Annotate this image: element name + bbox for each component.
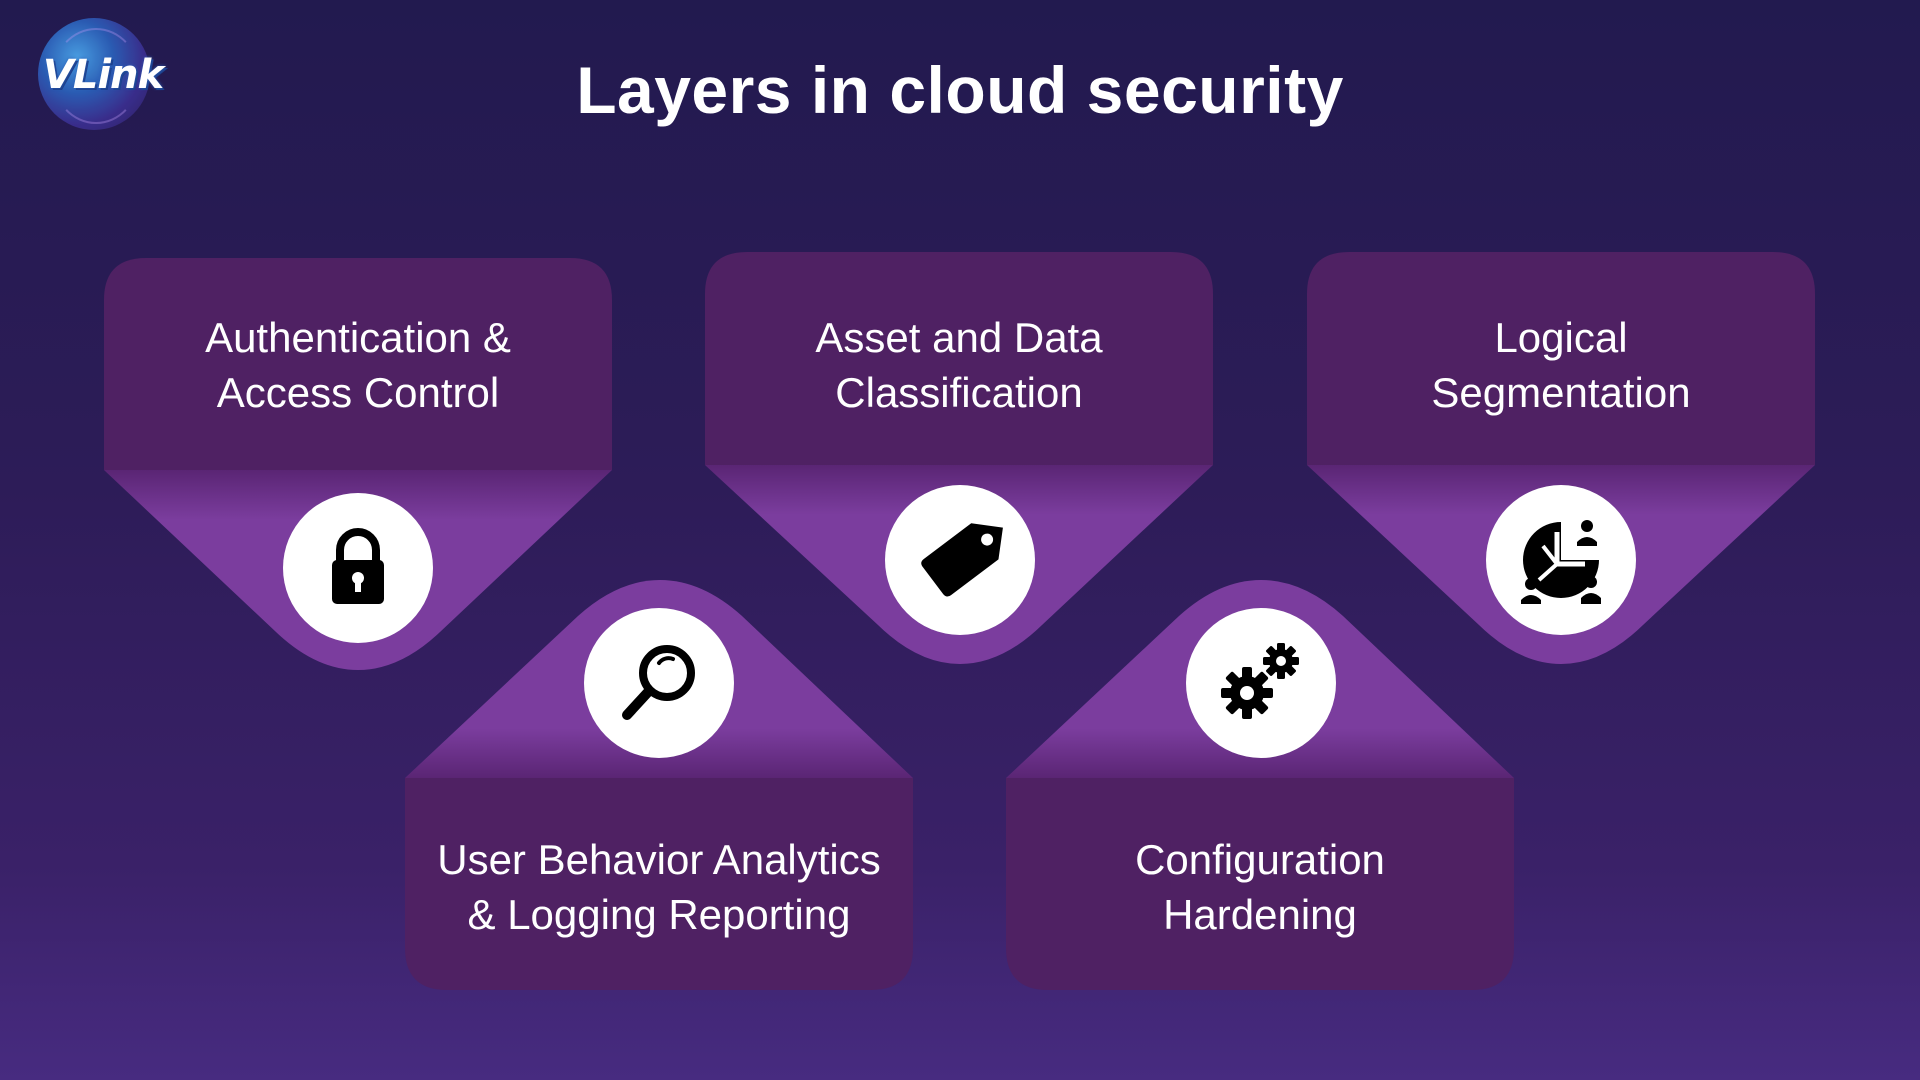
- globe-icon: [38, 18, 150, 130]
- layer-label-line: Logical: [1494, 314, 1628, 361]
- page-title: Layers in cloud security: [576, 53, 1344, 127]
- vlink-logo: VLink: [18, 14, 168, 134]
- segmentation-icon: [1486, 485, 1636, 635]
- layer-label-line: Asset and Data: [815, 314, 1103, 361]
- layer-label-line: Classification: [835, 369, 1083, 416]
- layer-label-user-behavior: User Behavior Analytics & Logging Report…: [405, 832, 913, 942]
- layer-label-classification: Asset and Data Classification: [705, 310, 1213, 420]
- layer-label-authentication: Authentication & Access Control: [104, 310, 612, 420]
- tag-icon: [885, 485, 1035, 635]
- layer-label-line: Configuration: [1135, 836, 1385, 883]
- gears-icon: [1186, 608, 1336, 758]
- layer-label-line: Authentication &: [205, 314, 511, 361]
- layer-label-line: User Behavior Analytics: [437, 836, 881, 883]
- layer-label-line: Access Control: [216, 369, 500, 416]
- layer-label-line: & Logging Reporting: [467, 891, 851, 938]
- layer-label-segmentation: Logical Segmentation: [1307, 310, 1815, 420]
- logo-text: VLink: [42, 52, 164, 98]
- layer-label-configuration: Configuration Hardening: [1006, 832, 1514, 942]
- layer-label-line: Hardening: [1163, 891, 1357, 938]
- search-icon: [584, 608, 734, 758]
- lock-icon: [283, 493, 433, 643]
- layer-label-line: Segmentation: [1431, 369, 1691, 416]
